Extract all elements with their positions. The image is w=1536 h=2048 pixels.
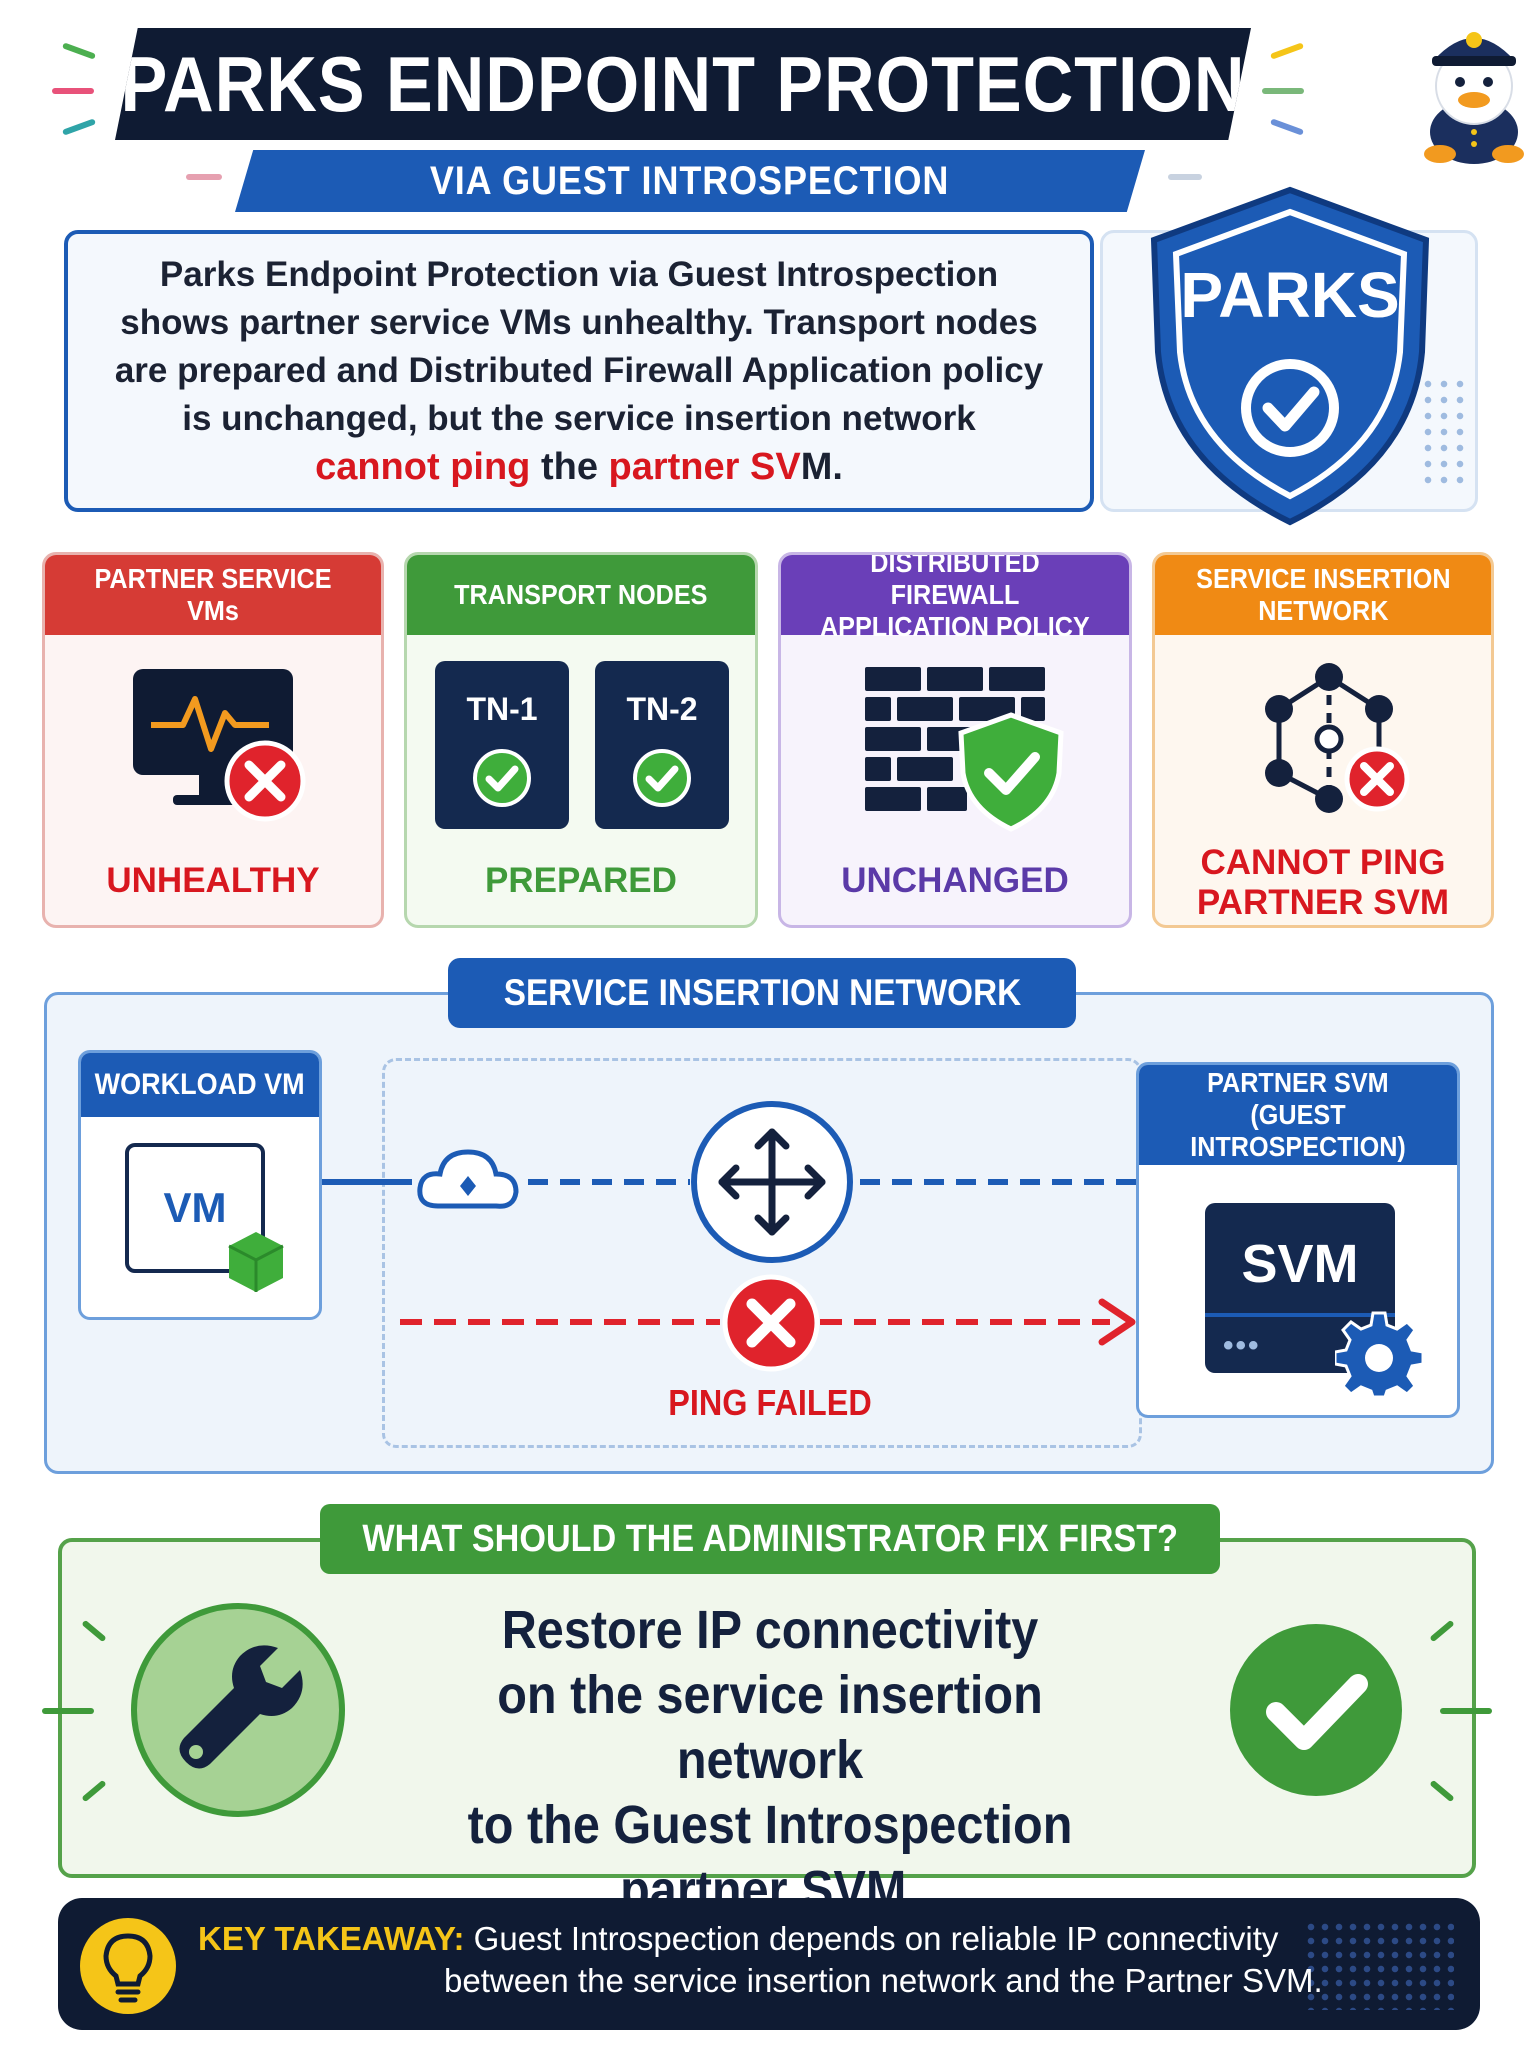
- intro-text-fragment: the: [530, 446, 609, 488]
- intro-card: Parks Endpoint Protection via Guest Intr…: [64, 230, 1094, 512]
- intro-highlight: cannot ping: [315, 446, 531, 488]
- card-status-line: PARTNER SVM: [1196, 883, 1450, 922]
- dot-grid: [1420, 376, 1470, 486]
- workload-vm-title: WORKLOAD VM: [95, 1068, 305, 1101]
- fix-answer-line: on the service insertion network: [497, 1665, 1043, 1790]
- card-status: CANNOT PING PARTNER SVM: [1155, 843, 1491, 923]
- check-circle-icon: [473, 749, 531, 807]
- ping-failed-text: PING FAILED: [668, 1382, 872, 1423]
- intro-text-fragment: M.: [800, 446, 843, 488]
- card-header: TRANSPORT NODES: [407, 555, 755, 635]
- takeaway-text: between the service insertion network an…: [444, 1962, 1323, 1999]
- page-title: PARKS ENDPOINT PROTECTION: [120, 39, 1246, 128]
- transport-node-label: TN-1: [466, 691, 538, 727]
- cube-icon: [228, 1232, 284, 1292]
- decor-dash: [61, 42, 97, 60]
- check-circle-icon: [633, 749, 691, 807]
- fix-title: WHAT SHOULD THE ADMINISTRATOR FIX FIRST?: [320, 1504, 1220, 1574]
- card-status: UNCHANGED: [841, 861, 1069, 900]
- decor-ray: [42, 1708, 94, 1714]
- title-banner: PARKS ENDPOINT PROTECTION: [115, 28, 1251, 140]
- decor-dash: [1262, 88, 1304, 94]
- card-header: SERVICE INSERTION NETWORK: [1155, 555, 1491, 635]
- intro-line: are prepared and Distributed Firewall Ap…: [114, 351, 1044, 390]
- decor-dash: [61, 118, 97, 136]
- card-header: DISTRIBUTED FIREWALL APPLICATION POLICY: [781, 552, 1129, 642]
- intro-paragraph: Parks Endpoint Protection via Guest Intr…: [75, 251, 1083, 491]
- firewall-shield-icon: [865, 667, 1064, 832]
- cloud-icon: [417, 1149, 519, 1209]
- shield-label: PARKS: [1180, 259, 1400, 331]
- workload-vm-box: WORKLOAD VM VM: [78, 1050, 322, 1320]
- box-header: WORKLOAD VM: [81, 1053, 319, 1117]
- decor-dash: [1269, 42, 1305, 60]
- card-header: PARTNER SERVICE VMs: [45, 555, 381, 635]
- card-status-line: CANNOT PING: [1200, 843, 1446, 882]
- network-topology-icon: [1265, 663, 1410, 813]
- card-service-insertion-network: SERVICE INSERTION NETWORK CANNOT PING PA…: [1152, 552, 1494, 928]
- card-partner-service-vms: PARTNER SERVICE VMs UNHEALTHY: [42, 552, 384, 928]
- router-icon: [691, 1101, 853, 1263]
- subtitle-banner: VIA GUEST INTROSPECTION: [235, 150, 1145, 212]
- decor-dash: [186, 174, 222, 180]
- intro-line: cannot ping the partner SVM.: [115, 443, 1043, 491]
- success-check-icon: [1230, 1624, 1402, 1796]
- fix-answer: Restore IP connectivity on the service i…: [360, 1598, 1180, 1923]
- intro-line: is unchanged, but the service insertion …: [182, 399, 976, 438]
- key-takeaway-bar: [58, 1898, 1480, 2030]
- intro-line: Parks Endpoint Protection via Guest Intr…: [159, 255, 999, 294]
- card-transport-nodes: TRANSPORT NODES TN-1 TN-2 PREPARED: [404, 552, 758, 928]
- intro-highlight: partner SV: [608, 446, 801, 488]
- decor-dash: [1168, 174, 1202, 180]
- gear-icon: [1335, 1311, 1423, 1397]
- card-title: NETWORK: [1257, 595, 1389, 626]
- decor-ray: [1440, 1708, 1492, 1714]
- vm-tile: VM: [125, 1143, 265, 1273]
- fix-title-text: WHAT SHOULD THE ADMINISTRATOR FIX FIRST?: [362, 1517, 1178, 1560]
- decor-dash: [52, 88, 94, 94]
- server-divider: [1205, 1313, 1395, 1317]
- card-title: DISTRIBUTED FIREWALL: [870, 552, 1040, 610]
- page-subtitle: VIA GUEST INTROSPECTION: [430, 158, 950, 203]
- network-title-text: SERVICE INSERTION NETWORK: [503, 972, 1021, 1013]
- card-status: UNHEALTHY: [106, 861, 320, 900]
- card-title: TRANSPORT NODES: [454, 579, 708, 610]
- takeaway-dot-grid: [1304, 1920, 1454, 2010]
- partner-svm-subtitle: (GUEST INTROSPECTION): [1190, 1099, 1406, 1162]
- duck-captain-mascot-icon: [1424, 32, 1524, 164]
- decor-dash: [1269, 118, 1305, 136]
- ping-failed-label: PING FAILED: [600, 1382, 940, 1424]
- takeaway-text: Guest Introspection depends on reliable …: [464, 1920, 1279, 1957]
- network-connections: [322, 1179, 1136, 1346]
- server-status-dots: •••: [1223, 1329, 1261, 1362]
- transport-node-tile: TN-1: [435, 661, 569, 829]
- fix-answer-line: Restore IP connectivity: [501, 1600, 1039, 1660]
- monitor-heartbeat-icon: [133, 669, 306, 822]
- takeaway-label: KEY TAKEAWAY:: [198, 1920, 465, 1957]
- card-title: APPLICATION POLICY: [820, 611, 1090, 642]
- wrench-icon: [131, 1603, 345, 1817]
- shield-icon: [1150, 186, 1430, 526]
- partner-svm-box: PARTNER SVM (GUEST INTROSPECTION) SVM ••…: [1136, 1062, 1460, 1418]
- partner-svm-title: PARTNER SVM: [1207, 1067, 1389, 1098]
- ping-failed-icon: [722, 1274, 820, 1372]
- fix-answer-line: to the Guest Introspection: [467, 1795, 1073, 1855]
- transport-node-tile: TN-2: [595, 661, 729, 829]
- box-header: PARTNER SVM (GUEST INTROSPECTION): [1139, 1065, 1457, 1165]
- lightbulb-icon: [80, 1918, 176, 2014]
- takeaway-line: KEY TAKEAWAY: Guest Introspection depend…: [198, 1920, 1318, 1958]
- transport-node-label: TN-2: [626, 691, 698, 727]
- card-title: PARTNER SERVICE VMs: [94, 563, 332, 626]
- vm-label: VM: [163, 1184, 227, 1231]
- network-title: SERVICE INSERTION NETWORK: [448, 958, 1076, 1028]
- svm-label: SVM: [1241, 1234, 1359, 1294]
- card-status: PREPARED: [485, 861, 677, 900]
- card-firewall-policy: DISTRIBUTED FIREWALL APPLICATION POLICY …: [778, 552, 1132, 928]
- card-title: SERVICE INSERTION: [1195, 563, 1451, 594]
- intro-line: shows partner service VMs unhealthy. Tra…: [120, 303, 1038, 342]
